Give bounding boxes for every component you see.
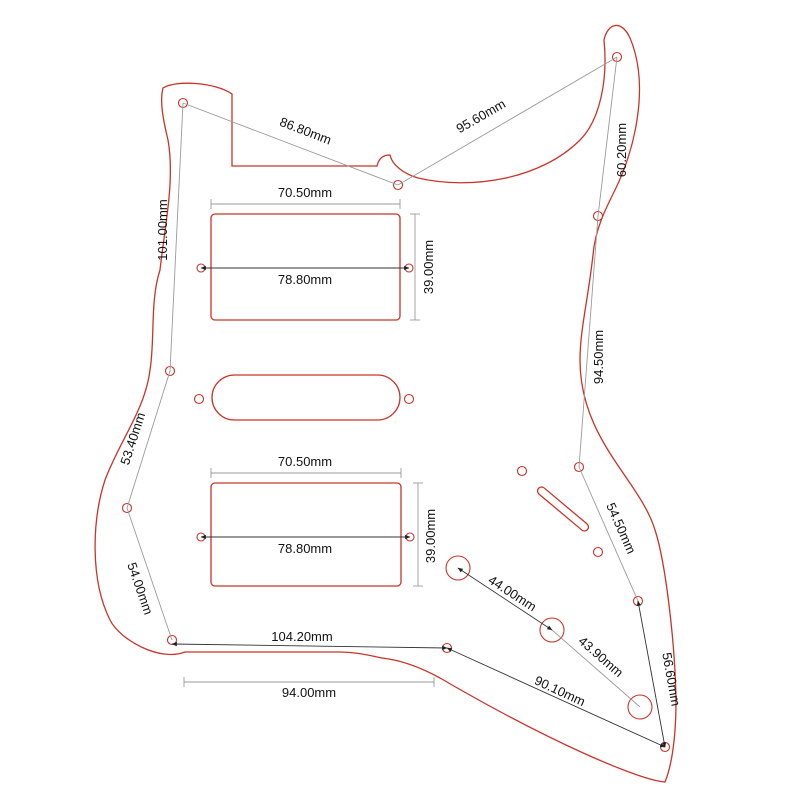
dim-line-54-00 — [126, 507, 173, 641]
pickup-screw-hole — [193, 393, 205, 405]
label-39-00-top: 39.00mm — [421, 240, 436, 294]
dim-line-53-40 — [126, 370, 171, 509]
dimension-lines — [126, 56, 641, 708]
dim-line-101-00 — [169, 102, 184, 372]
dim-line-95-60 — [397, 56, 618, 186]
dim-line-90-10 — [446, 647, 666, 748]
dim-line-94-50 — [578, 215, 599, 468]
arrow-dimension-lines — [171, 265, 667, 748]
label-39-00-bottom: 39.00mm — [423, 509, 438, 563]
label-101-00: 101.00mm — [155, 199, 170, 260]
label-94-50: 94.50mm — [591, 330, 606, 384]
label-78-80-top: 78.80mm — [278, 272, 332, 287]
switch-screw-hole — [592, 546, 604, 558]
single-coil-cutout — [211, 374, 401, 421]
label-70-50-top: 70.50mm — [278, 185, 332, 200]
label-54-50: 54.50mm — [603, 500, 639, 556]
switch-slot — [536, 486, 590, 532]
dim-line-60-20 — [597, 56, 618, 217]
pickup-screw-hole — [403, 393, 415, 405]
label-60-20: 60.20mm — [614, 123, 629, 177]
dim-line-56-60 — [636, 600, 667, 748]
label-44-00: 44.00mm — [486, 572, 540, 614]
label-53-40: 53.40mm — [117, 411, 148, 467]
dim-line-104-20 — [171, 641, 448, 651]
humbucker-cutout-neck — [210, 213, 401, 321]
label-70-50-bottom: 70.50mm — [278, 454, 332, 469]
label-95-60: 95.60mm — [454, 96, 508, 136]
label-104-20: 104.20mm — [271, 629, 332, 644]
switch-screw-hole — [516, 465, 528, 477]
label-56-60: 56.60mm — [659, 651, 683, 707]
dim-line-86-80 — [182, 102, 399, 186]
label-94-00: 94.00mm — [282, 685, 336, 700]
pickguard-outline — [94, 24, 677, 783]
humbucker-cutout-bridge — [210, 482, 402, 587]
dim-line-54-50 — [578, 466, 639, 602]
label-78-80-bottom: 78.80mm — [278, 541, 332, 556]
dim-line-44-00 — [457, 567, 553, 631]
label-54-00: 54.00mm — [124, 560, 156, 616]
